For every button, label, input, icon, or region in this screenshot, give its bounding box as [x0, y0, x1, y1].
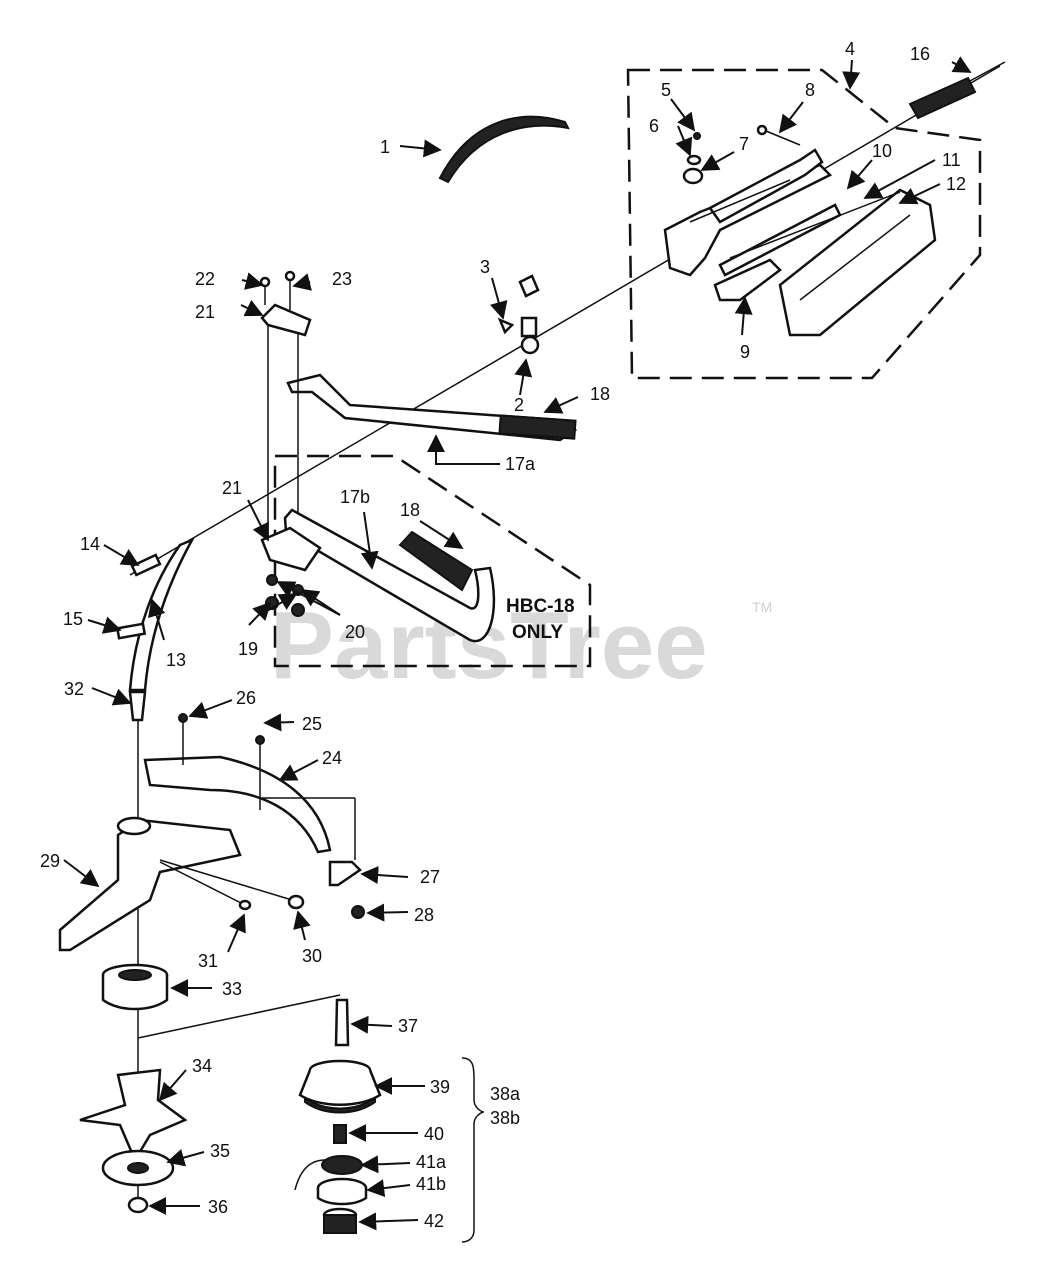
- part-34-blade: [79, 1068, 188, 1163]
- label-part-15: 15: [63, 609, 83, 629]
- part-42-knob: [322, 1207, 358, 1234]
- part-29-gear-housing: [58, 816, 242, 952]
- label-part-7: 7: [739, 134, 749, 154]
- label-part-9: 9: [740, 342, 750, 362]
- label-part-26: 26: [236, 688, 256, 708]
- part-24-shield: [143, 713, 332, 854]
- label-part-31: 31: [198, 951, 218, 971]
- label-part-4: 4: [845, 39, 855, 59]
- label-part-27: 27: [420, 867, 440, 887]
- label-part-37: 37: [398, 1016, 418, 1036]
- label-part-14: 14: [80, 534, 100, 554]
- part-17a-handlebar: [286, 373, 578, 442]
- label-part-8: 8: [805, 80, 815, 100]
- part-39-spool-housing: [298, 1059, 382, 1114]
- part-36-nut: [127, 1196, 149, 1214]
- part-21-clamp-lower: [260, 526, 322, 572]
- engine-group-box: [626, 68, 982, 380]
- label-part-38b: 38b: [490, 1108, 520, 1128]
- label-part-25: 25: [302, 714, 322, 734]
- hbc18-note-line2: ONLY: [512, 622, 563, 643]
- label-part-2: 2: [514, 395, 524, 415]
- label-part-20: 20: [345, 622, 365, 642]
- leader-arrows: [63, 56, 972, 1231]
- part-16-shaft-tube: [908, 61, 1006, 120]
- part-32-coupler: [128, 690, 147, 722]
- label-part-23: 23: [332, 269, 352, 289]
- label-part-13: 13: [166, 650, 186, 670]
- hbc18-note-line1: HBC-18: [506, 596, 575, 617]
- trimmer-link-line: [137, 994, 341, 1039]
- part-27-bracket: [262, 797, 365, 919]
- part-1-strap: [438, 115, 570, 184]
- part-41-spool: [294, 1155, 368, 1206]
- label-part-41b: 41b: [416, 1174, 446, 1194]
- label-part-21-lower: 21: [222, 478, 242, 498]
- part-2-3-clamp: [497, 274, 540, 355]
- part-40-spring: [333, 1124, 347, 1144]
- label-part-21-upper: 21: [195, 302, 215, 322]
- part-18-grip: [398, 530, 474, 592]
- label-part-19: 19: [238, 639, 258, 659]
- label-part-18-lower: 18: [400, 500, 420, 520]
- part-38-bracket: [461, 1057, 485, 1243]
- label-part-42: 42: [424, 1211, 444, 1231]
- label-part-28: 28: [414, 905, 434, 925]
- label-part-5: 5: [661, 80, 671, 100]
- label-part-29: 29: [40, 851, 60, 871]
- label-part-36: 36: [208, 1197, 228, 1217]
- label-part-41a: 41a: [416, 1152, 447, 1172]
- label-part-35: 35: [210, 1141, 230, 1161]
- label-part-32: 32: [64, 679, 84, 699]
- part-33-ring: [101, 963, 169, 1011]
- label-part-17a: 17a: [505, 454, 536, 474]
- engine-housing: [663, 148, 937, 337]
- label-part-16: 16: [910, 44, 930, 64]
- part-37-adapter: [334, 998, 350, 1047]
- label-part-17b: 17b: [340, 487, 370, 507]
- part-17b-handle: [283, 508, 496, 643]
- label-part-38a: 38a: [490, 1084, 521, 1104]
- part-19-nut-a: [266, 574, 278, 586]
- part-5-screw: [693, 132, 701, 140]
- part-20-nut-b: [291, 603, 305, 617]
- watermark-trademark: TM: [752, 599, 772, 615]
- label-part-34: 34: [192, 1056, 212, 1076]
- label-part-10: 10: [872, 141, 892, 161]
- part-8-pin: [756, 124, 801, 146]
- label-part-39: 39: [430, 1077, 450, 1097]
- label-part-18-upper: 18: [590, 384, 610, 404]
- part-7-knob: [682, 167, 704, 185]
- label-part-6: 6: [649, 116, 659, 136]
- label-part-3: 3: [480, 257, 490, 277]
- part-30-31-screw: [159, 859, 305, 911]
- label-part-40: 40: [424, 1124, 444, 1144]
- label-part-1: 1: [380, 137, 390, 157]
- part-6-washer: [686, 154, 702, 166]
- label-part-12: 12: [946, 174, 966, 194]
- label-part-30: 30: [302, 946, 322, 966]
- label-part-22: 22: [195, 269, 215, 289]
- hbc18-dashed-box: [273, 454, 592, 668]
- drive-shaft-line: [129, 65, 1001, 576]
- label-part-24: 24: [322, 748, 342, 768]
- part-21-clamp-top: [259, 270, 312, 337]
- label-part-11: 11: [942, 150, 961, 170]
- part-labels: 1 2 3 4 5 6 7 8 9 10 11 12 13 14 15 16 1…: [40, 39, 966, 1231]
- label-part-33: 33: [222, 979, 242, 999]
